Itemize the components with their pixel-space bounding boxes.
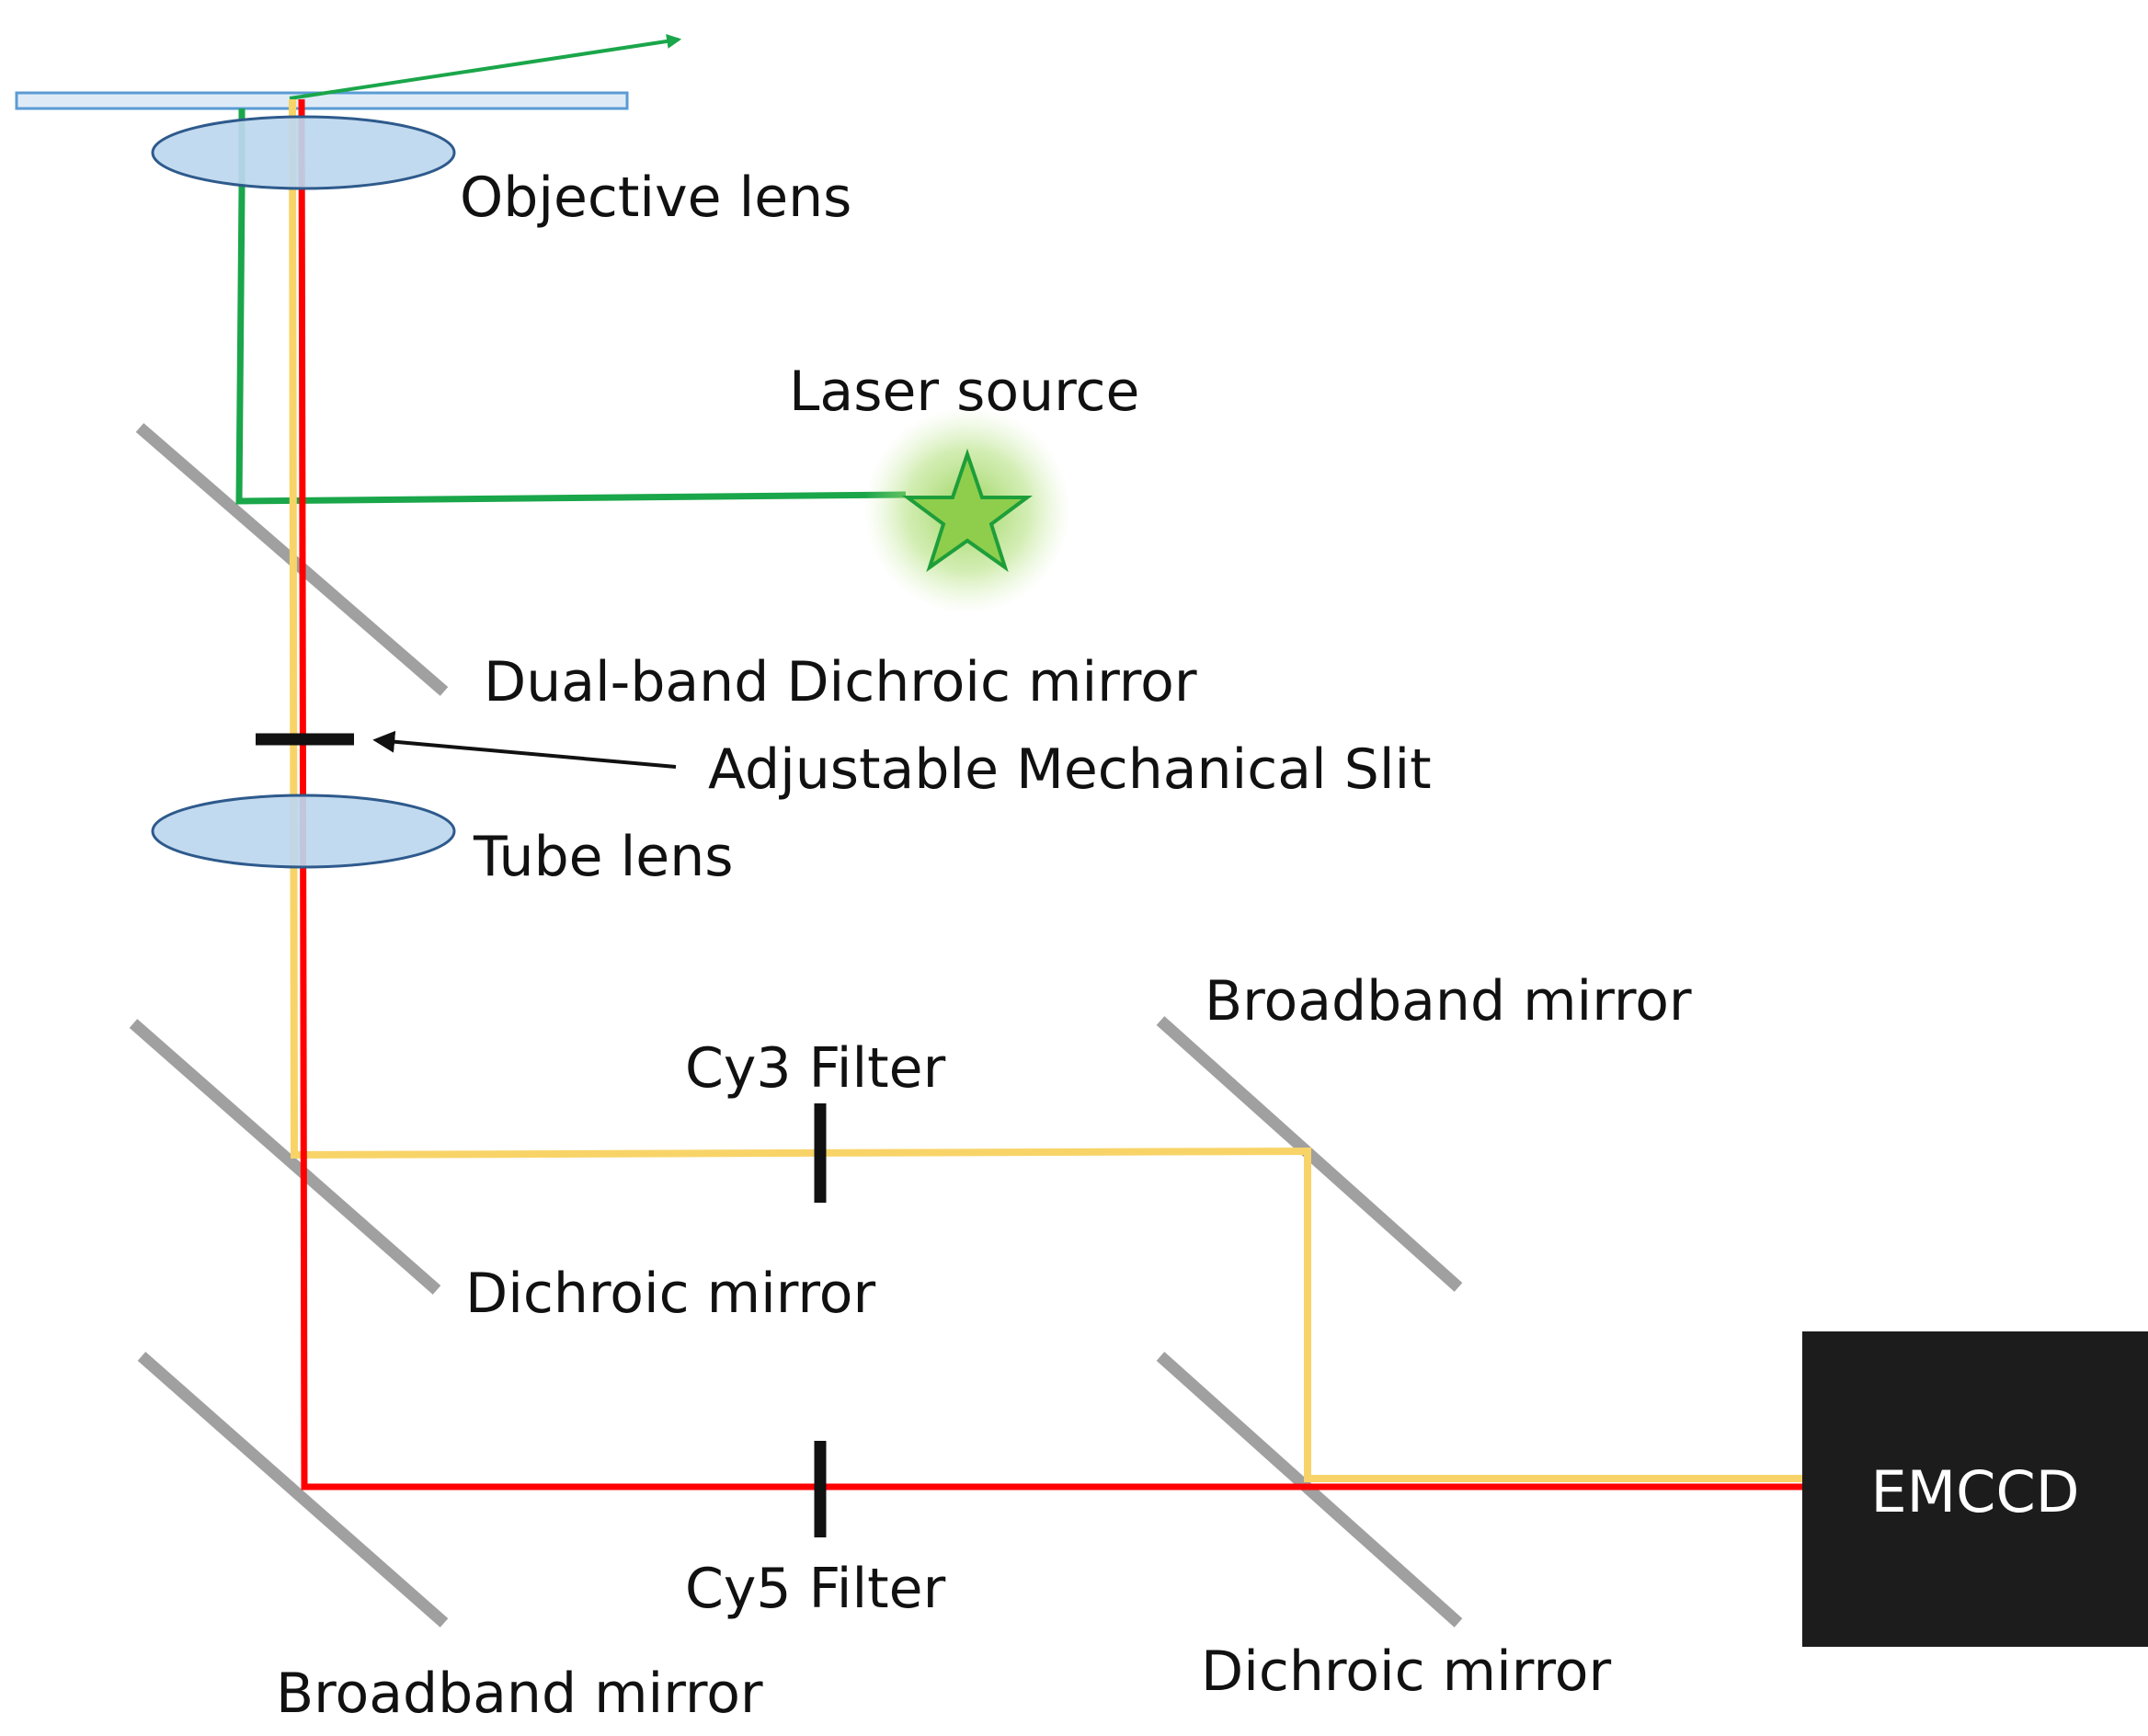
slit-label: Adjustable Mechanical Slit	[708, 737, 1432, 802]
cy3-filter-label: Cy3 Filter	[685, 1036, 946, 1101]
broadband-mirror-bottom-label: Broadband mirror	[276, 1662, 763, 1726]
slit-pointer-arrow	[372, 730, 677, 769]
cy5-emission-beam	[298, 98, 1802, 1490]
reflected-beam-arrow	[289, 34, 682, 100]
objective-lens	[151, 115, 456, 190]
laser-source-label: Laser source	[789, 360, 1139, 424]
objective-lens-label: Objective lens	[460, 166, 851, 230]
dichroic-mirror-left	[129, 1019, 441, 1295]
tube-lens-label: Tube lens	[473, 825, 734, 889]
dichroic-mirror-right-label: Dichroic mirror	[1201, 1639, 1611, 1704]
emccd-label: EMCCD	[1871, 1458, 2080, 1525]
cy5-filter-label: Cy5 Filter	[685, 1557, 946, 1621]
laser-source-star	[901, 448, 1034, 573]
dual-band-dichroic-label: Dual-band Dichroic mirror	[484, 650, 1197, 714]
broadband-mirror-top-label: Broadband mirror	[1205, 969, 1692, 1034]
broadband-mirror-bottom-left	[137, 1352, 449, 1628]
dichroic-mirror-left-label: Dichroic mirror	[465, 1262, 875, 1326]
emccd-camera	[1802, 1331, 2148, 1647]
tube-lens	[151, 794, 456, 869]
